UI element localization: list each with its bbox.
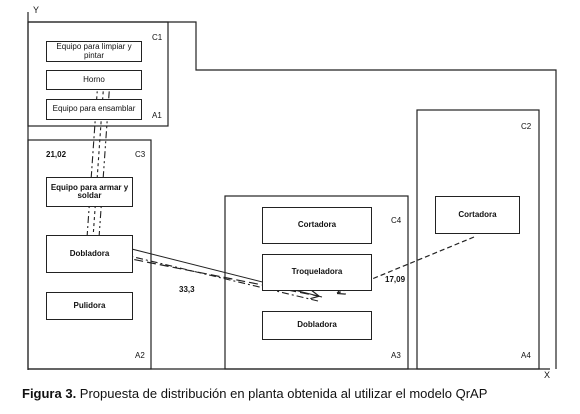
zone-label-c3: C3	[135, 150, 146, 159]
value-21-02: 21,02	[46, 150, 67, 159]
x-axis-label: X	[544, 370, 551, 380]
zone-label-a1: A1	[152, 111, 162, 120]
y-axis-label: Y	[33, 5, 40, 15]
machine-armar-soldar: Equipo para armar y soldar	[46, 177, 133, 207]
zone-label-c1: C1	[152, 33, 163, 42]
zone-label-a2: A2	[135, 351, 145, 360]
flow-dobladora-horno-2	[92, 80, 104, 239]
value-17-09: 17,09	[385, 275, 406, 284]
zone-a1	[27, 21, 169, 127]
machine-cortadora-a3: Cortadora	[262, 207, 372, 244]
zone-a3	[224, 195, 409, 370]
zone-label-c4: C4	[391, 216, 402, 225]
figure-caption: Figura 3. Propuesta de distribución en p…	[22, 386, 487, 401]
machine-horno: Horno	[46, 70, 142, 90]
machine-dobladora-a2: Dobladora	[46, 235, 133, 273]
caption-text: Propuesta de distribución en planta obte…	[76, 386, 488, 401]
machine-cortadora-a4: Cortadora	[435, 196, 520, 234]
flow-troq-dobl-2	[96, 248, 319, 302]
zone-label-c2: C2	[521, 122, 532, 131]
machine-troqueladora: Troqueladora	[262, 254, 372, 291]
machine-dobladora-a3: Dobladora	[262, 311, 372, 340]
zone-a2	[27, 139, 152, 370]
machine-limpiar-pintar: Equipo para limpiar y pintar	[46, 41, 142, 62]
value-33-3: 33,3	[179, 285, 195, 294]
machine-pulidora: Pulidora	[46, 292, 133, 320]
zone-a4	[416, 109, 540, 370]
zone-label-a3: A3	[391, 351, 401, 360]
machine-ensamblar: Equipo para ensamblar	[46, 99, 142, 120]
caption-label: Figura 3.	[22, 386, 77, 401]
zone-label-a4: A4	[521, 351, 531, 360]
